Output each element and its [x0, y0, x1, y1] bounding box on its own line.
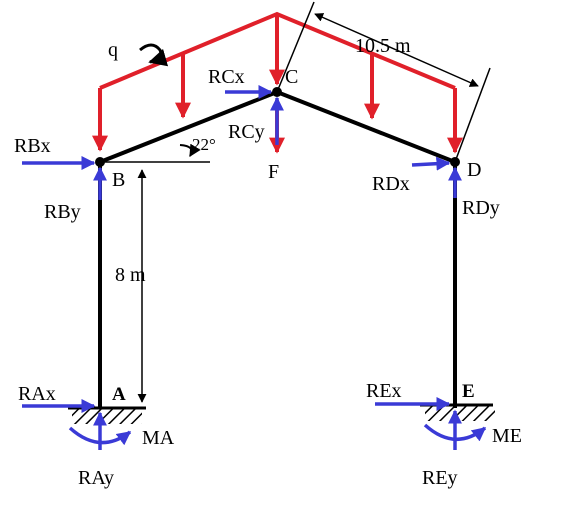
reaction-rey-label: REy — [422, 467, 458, 489]
reaction-rcy-label: RCy — [228, 121, 265, 143]
reaction-rby-label: RBy — [44, 201, 81, 223]
point-load-label: F — [268, 161, 279, 183]
node-label-a: A — [112, 384, 126, 405]
reaction-rax-label: RAx — [18, 383, 56, 405]
span-dimension — [276, 1, 491, 163]
support-a — [68, 406, 146, 424]
reaction-rdx-label: RDx — [372, 173, 410, 195]
node-label-c: C — [285, 66, 298, 88]
angle-arc-icon — [179, 143, 201, 158]
node-label-b: B — [112, 169, 125, 191]
node-label-e: E — [462, 381, 475, 402]
q-label: q — [108, 39, 118, 61]
q-rotation-icon — [139, 43, 169, 67]
moment-ma-label: MA — [142, 427, 175, 449]
moment-me-label: ME — [492, 425, 522, 447]
reaction-ray-label: RAy — [78, 467, 114, 489]
frame-members — [98, 90, 457, 408]
reaction-rex-label: REx — [366, 380, 402, 402]
node-label-d: D — [467, 159, 481, 181]
reaction-rbx-label: RBx — [14, 135, 51, 157]
angle-label: 22° — [192, 135, 216, 154]
joint-b — [95, 157, 105, 167]
support-e — [420, 403, 495, 421]
span-label: 10.5 m — [355, 35, 411, 57]
reaction-rdy-label: RDy — [462, 197, 500, 219]
height-label: 8 m — [115, 264, 146, 286]
reaction-arrows — [22, 85, 487, 450]
reaction-rcx-label: RCx — [208, 66, 245, 88]
